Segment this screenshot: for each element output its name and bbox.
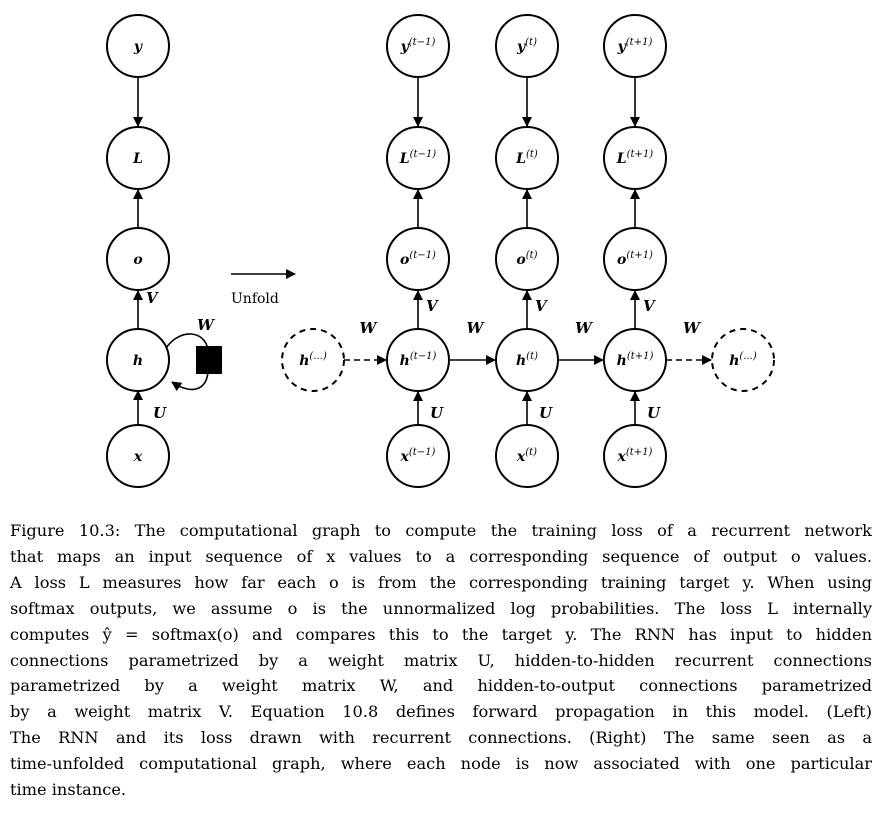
svg-text:L(t−1): L(t−1) [399,149,437,167]
caption-line: parametrized by a weight matrix W, and h… [10,676,872,696]
svg-text:o(t+1): o(t+1) [617,250,653,268]
caption-line: Figure 10.3: The computational graph to … [10,521,872,540]
label-W-1: W [467,319,486,337]
right-unfolded-graph: y(t−1) L(t−1) o(t−1) h(t−1) x(t−1) V Uy(t) L(t)… [281,14,775,488]
node-o-0: o(t−1) [386,227,450,291]
caption-line: The RNN and its loss drawn with recurren… [10,728,872,748]
svg-text:o(t): o(t) [516,250,537,268]
unfold-column-0: y(t−1) L(t−1) o(t−1) h(t−1) x(t−1) V U [386,14,450,488]
node-y-1: y(t) [495,14,559,78]
node-h-end: h(...) [711,328,775,392]
label-V-0: V [426,297,439,315]
node-x-0: x(t−1) [386,424,450,488]
caption-line: time-unfolded computational graph, where… [10,754,872,774]
delay-square [196,346,222,374]
svg-text:y(t−1): y(t−1) [400,37,436,55]
svg-text:x(t+1): x(t+1) [617,447,653,465]
svg-text:h: h [133,353,143,369]
node-L-1: L(t) [495,126,559,190]
svg-text:h(...): h(...) [299,351,327,369]
label-W-2: W [575,319,594,337]
label-V-1: V [535,297,548,315]
svg-text:x: x [133,449,143,465]
node-h-start: h(...) [281,328,345,392]
svg-text:y(t+1): y(t+1) [617,37,653,55]
node-o: o [106,227,170,291]
node-x-2: x(t+1) [603,424,667,488]
caption-line: A loss L measures how far each o is from… [10,572,872,592]
node-L-0: L(t−1) [386,126,450,190]
label-U-1: U [539,404,553,422]
node-h-0: h(t−1) [386,328,450,392]
node-x: x [106,424,170,488]
label-U-0: U [430,404,444,422]
svg-text:h(t−1): h(t−1) [400,351,437,369]
svg-text:o: o [133,252,142,268]
label-W-0: W [360,319,379,337]
rnn-computational-graph: y L o h x V W U Unfold y(t−1) L(t−1) o(t−1… [106,14,775,488]
caption-line: softmax outputs, we assume o is the unno… [10,598,872,618]
unfold-arrow: Unfold [231,269,296,307]
caption-line: time instance. [10,780,127,800]
node-y-0: y(t−1) [386,14,450,78]
caption-line: computes ŷ = softmax(o) and compares thi… [10,624,872,644]
label-V: V [146,289,159,307]
node-x-1: x(t) [495,424,559,488]
node-y: y [106,14,170,78]
svg-text:x(t−1): x(t−1) [400,447,436,465]
unfold-column-2: y(t+1) L(t+1) o(t+1) h(t+1) x(t+1) V U [603,14,667,488]
svg-text:o(t−1): o(t−1) [400,250,436,268]
node-h-2: h(t+1) [603,328,667,392]
svg-text:h(t): h(t) [516,351,538,369]
node-y-2: y(t+1) [603,14,667,78]
left-folded-graph: y L o h x V W U [106,14,222,488]
svg-text:y: y [133,39,143,55]
label-U: U [153,404,167,422]
svg-text:L(t): L(t) [515,149,538,167]
caption-line: connections parametrized by a weight mat… [10,650,872,670]
node-h: h [106,328,170,392]
svg-text:x(t): x(t) [516,447,537,465]
label-W-3: W [683,319,702,337]
node-L-2: L(t+1) [603,126,667,190]
label-W: W [197,316,216,334]
label-U-2: U [647,404,661,422]
node-o-2: o(t+1) [603,227,667,291]
unfold-column-1: y(t) L(t) o(t) h(t) x(t) V U [495,14,559,488]
node-h-1: h(t) [495,328,559,392]
svg-text:L(t+1): L(t+1) [616,149,654,167]
edge-h-recurrent-loop [166,333,209,389]
caption-line: by a weight matrix V. Equation 10.8 defi… [10,702,872,722]
node-L: L [106,126,170,190]
node-o-1: o(t) [495,227,559,291]
unfold-label: Unfold [231,291,279,307]
svg-text:h(...): h(...) [729,351,757,369]
svg-text:L: L [132,151,143,167]
figure-caption: Figure 10.3: The computational graph to … [10,518,872,803]
caption-line: that maps an input sequence of x values … [10,546,872,566]
svg-text:h(t+1): h(t+1) [617,351,654,369]
label-V-2: V [643,297,656,315]
svg-text:y(t): y(t) [516,37,537,55]
